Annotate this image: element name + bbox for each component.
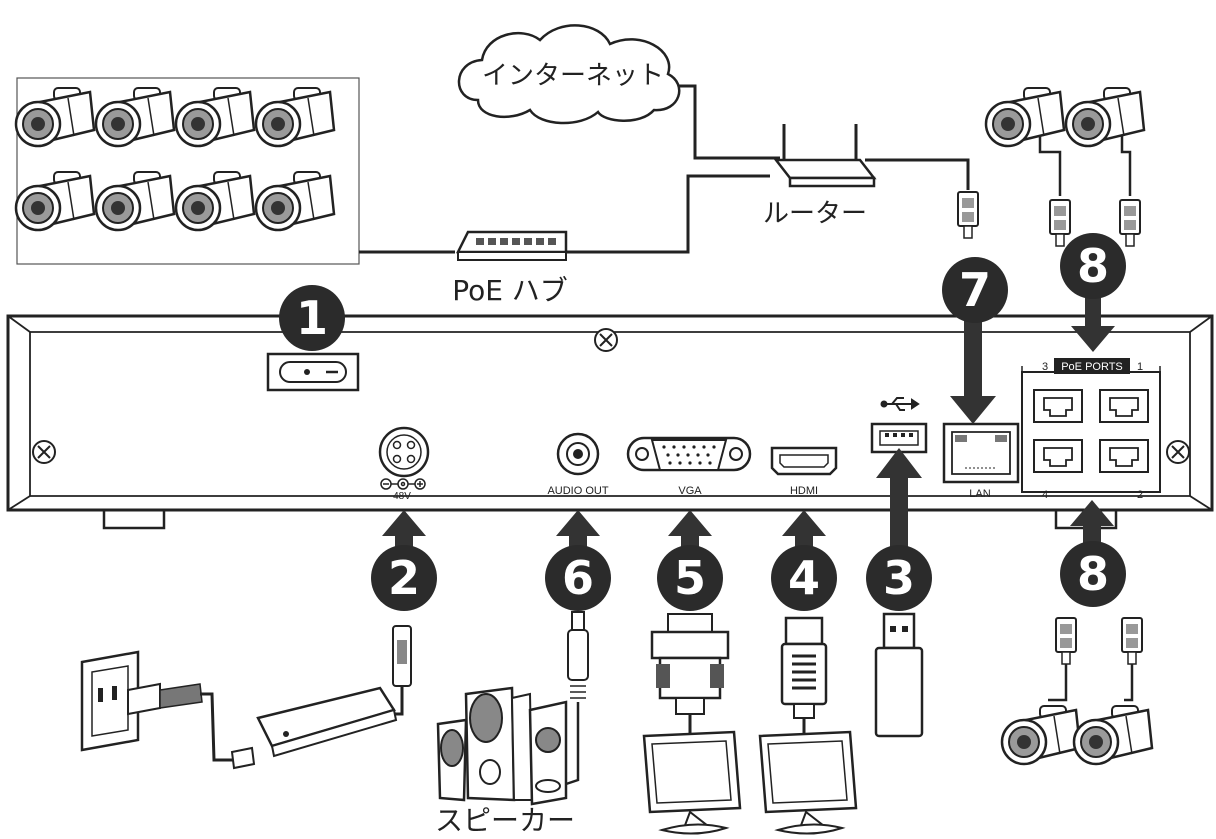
screw-icon [32,328,1190,464]
lan-plug-icon [957,191,979,239]
usb-icon [880,397,920,411]
callout-3: 3 [883,551,915,605]
hdmi-plug-icon [780,616,828,740]
hdmi-port[interactable] [770,446,838,476]
power-spec-label: 48V [393,491,411,502]
port-2-label: 2 [1137,489,1143,501]
speaker-label: スピーカー [435,804,575,837]
poe-camera-bottom-icon [1000,617,1154,766]
poe-ports-block[interactable] [1021,358,1161,493]
port-1-label: 1 [1137,361,1143,373]
poe-hub-label: PoE ハブ [452,274,568,307]
lan-port[interactable] [942,422,1020,484]
poe-hub-icon [455,230,568,261]
usb-stick-icon [874,612,924,738]
power-adapter-icon [80,625,412,770]
hdmi-monitor-icon [758,730,858,835]
network-cables [359,84,970,254]
connection-arrows [382,290,1115,562]
poe-ports-label: PoE PORTS [1061,361,1123,373]
callout-2: 2 [388,551,420,605]
callout-circles [279,233,1126,611]
callout-8-top: 8 [1077,239,1109,293]
hdmi-label: HDMI [790,485,818,497]
router-icon [773,124,877,188]
callout-1: 1 [296,291,328,345]
audio-out-label: AUDIO OUT [547,485,608,497]
callout-5: 5 [674,551,706,605]
camera-grid-panel [14,77,360,265]
power-input-port[interactable] [378,426,430,490]
vga-port[interactable] [626,436,752,472]
router-label: ルーター [763,199,867,229]
internet-cloud-icon [457,24,681,125]
poe-camera-top-icon [984,86,1146,247]
usb-port[interactable] [870,422,928,454]
port-3-label: 3 [1042,361,1048,373]
vga-label: VGA [678,485,702,497]
vga-monitor-icon [642,730,742,835]
port-4-label: 4 [1042,489,1048,501]
callout-6: 6 [562,551,594,605]
power-switch[interactable] [266,352,360,392]
vga-plug-icon [650,613,730,740]
audio-out-port[interactable] [556,432,600,476]
callout-4: 4 [788,551,820,605]
internet-label: インターネット [482,61,664,91]
lan-label: LAN [969,488,990,500]
speaker-icon [436,611,589,806]
callout-8-bottom: 8 [1077,547,1109,601]
callout-7: 7 [959,263,991,317]
